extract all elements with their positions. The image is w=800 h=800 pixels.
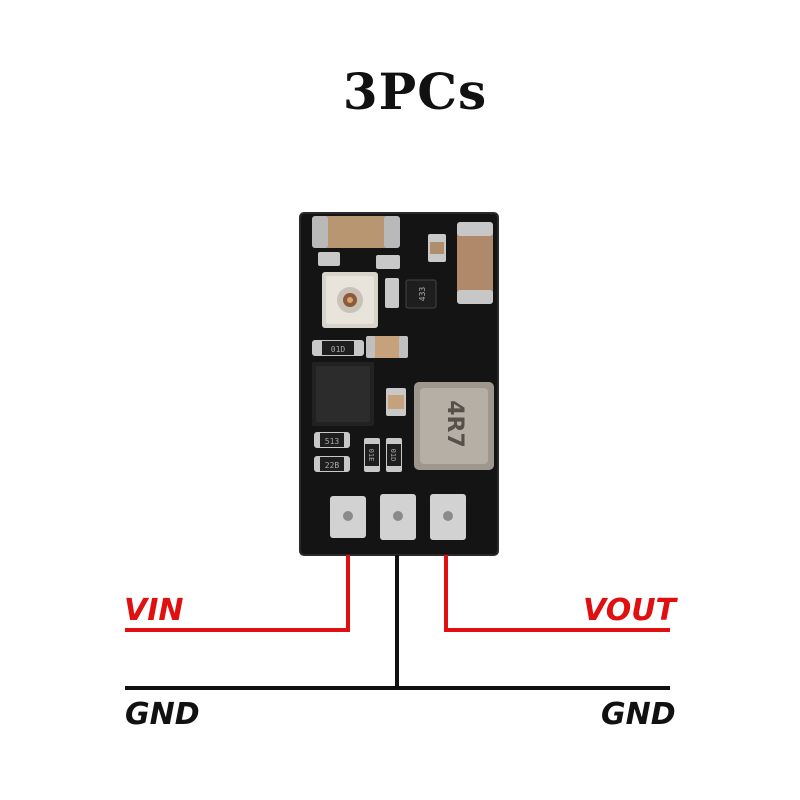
ceramic-capacitor-mid [366, 336, 408, 358]
small-capacitor-2 [386, 388, 406, 416]
svg-text:22B: 22B [325, 461, 340, 470]
smd-part [385, 278, 399, 308]
pad-vout [430, 494, 466, 540]
svg-text:01E: 01E [367, 449, 375, 462]
resistor-433: 433 [405, 279, 437, 309]
vout-label: VOUT [583, 593, 677, 628]
gnd-label-left: GND [125, 697, 200, 732]
diode-01d: 01D [386, 438, 402, 472]
svg-text:4R7: 4R7 [442, 400, 467, 448]
vin-wire [125, 555, 350, 632]
pad-vin [330, 496, 366, 538]
diode-01e: 01E [364, 438, 380, 472]
inductor-4r7: 4R7 [414, 382, 494, 470]
smd-part [318, 252, 340, 266]
vin-label: VIN [124, 593, 184, 628]
vout-wire [444, 555, 670, 632]
trimmer-potentiometer [322, 272, 378, 328]
ceramic-capacitor-top [312, 216, 400, 248]
title-3pcs: 3PCs [342, 62, 488, 121]
pad-gnd [380, 494, 416, 540]
tantalum-capacitor [457, 222, 493, 304]
ic-chip [312, 362, 374, 426]
svg-text:513: 513 [325, 437, 340, 446]
smd-part [376, 255, 400, 269]
svg-text:433: 433 [418, 287, 427, 302]
resistor-22b: 22B [314, 456, 350, 472]
resistor-01d: 01D [312, 340, 364, 356]
svg-text:01D: 01D [389, 449, 397, 462]
gnd-label-right: GND [601, 697, 676, 732]
resistor-513: 513 [314, 432, 350, 448]
svg-text:01D: 01D [331, 345, 346, 354]
small-capacitor [428, 234, 446, 262]
